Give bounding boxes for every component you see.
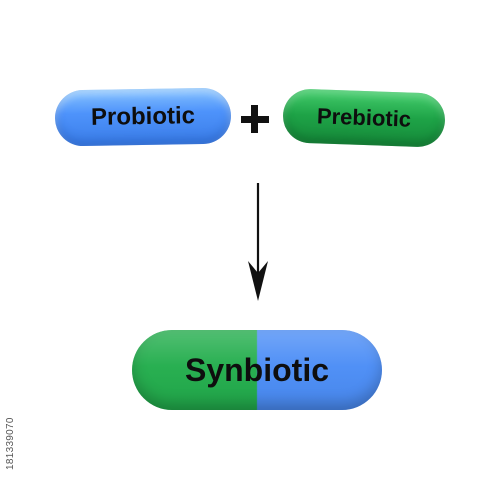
prebiotic-label: Prebiotic <box>316 103 412 132</box>
plus-icon <box>236 101 274 139</box>
synbiotic-label: Synbiotic <box>184 351 329 388</box>
prebiotic-pill: Prebiotic <box>282 88 446 148</box>
synbiotic-pill: Synbiotic <box>132 330 382 410</box>
stock-id-text: 181339070 <box>5 417 16 471</box>
down-arrow-icon <box>248 183 268 301</box>
probiotic-label: Probiotic <box>90 102 196 131</box>
arrow-head <box>248 261 268 301</box>
probiotic-pill: Probiotic <box>54 87 232 147</box>
